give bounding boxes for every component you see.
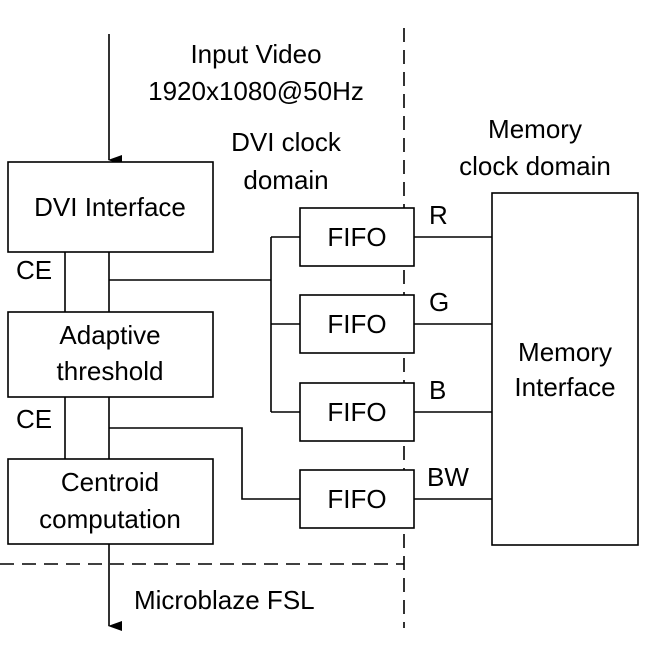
dvi-domain-label-line2: domain: [243, 165, 328, 195]
fifo-bw-block: [299, 469, 415, 529]
adaptive-threshold-label-line2: threshold: [57, 356, 164, 386]
memory-interface-block: [491, 192, 639, 546]
memory-domain-label-line1: Memory: [488, 114, 582, 144]
channel-r-label: R: [429, 200, 448, 230]
ce-label-lower: CE: [16, 404, 52, 434]
fifo-bw-label: FIFO: [327, 484, 386, 514]
channel-b-label: B: [429, 375, 446, 405]
fifo-b-label: FIFO: [327, 397, 386, 427]
fifo-r-label: FIFO: [327, 222, 386, 252]
adaptive-threshold-label-line1: Adaptive: [59, 320, 160, 350]
centroid-label-line1: Centroid: [61, 467, 159, 497]
fifo-g-block: [299, 294, 415, 354]
input-label-line1: Input Video: [190, 39, 321, 69]
memory-interface-label-line1: Memory: [518, 337, 612, 367]
memory-domain-label-line2: clock domain: [459, 151, 611, 181]
fifo-g-label: FIFO: [327, 309, 386, 339]
centroid-label-line2: computation: [39, 504, 181, 534]
dvi-interface-block: [7, 161, 214, 253]
channel-g-label: G: [429, 287, 449, 317]
output-label: Microblaze FSL: [134, 585, 315, 615]
dvi-domain-label-line1: DVI clock: [231, 127, 342, 157]
memory-interface-label-line2: Interface: [514, 372, 615, 402]
dvi-interface-label: DVI Interface: [34, 192, 186, 222]
adaptive-threshold-block: [7, 311, 214, 398]
centroid-block: [7, 458, 214, 545]
bw-path: [109, 427, 300, 500]
channel-bw-label: BW: [427, 462, 469, 492]
ce-label-upper: CE: [16, 255, 52, 285]
input-label-line2: 1920x1080@50Hz: [148, 76, 364, 106]
